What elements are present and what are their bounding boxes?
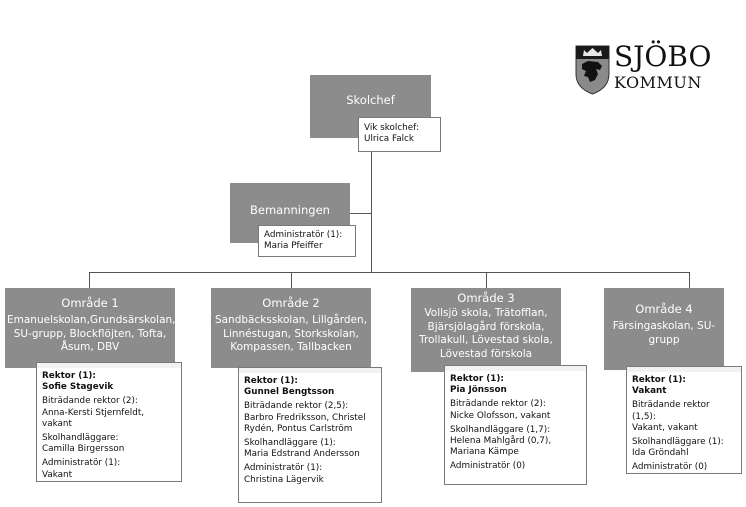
role-value: Vakant [632,386,667,397]
bemanningen-title: Bemanningen [250,203,330,217]
role-label: Rektor (1): [244,376,298,386]
bemanningen-note: Administratör (1): Maria Pfeiffer [258,225,356,257]
bemanningen-note-label: Administratör (1): [264,230,343,240]
area-3-title: Område 3 [457,291,515,305]
role-value: Maria Edstrand Andersson [244,449,360,460]
area-3-role-administrator: Administratör (0) [450,461,581,472]
role-value: Helena Mahlgård (0,7), Mariana Kämpe [450,436,552,458]
role-value: Sofie Stagevik [42,382,114,393]
role-label: Rektor (1): [632,375,686,385]
area-3-role-rektor: Rektor (1): Pia Jönsson [450,374,581,396]
role-value: Anna-Kersti Stjernfeldt, vakant [42,407,145,429]
area-3-box: Område 3 Vollsjö skola, Trätofflan, Bjär… [411,288,561,372]
connector-area-4 [689,272,690,288]
area-2-schools: Sandbäcksskolan, Lillgården, Linnéstugan… [214,314,368,353]
role-value: Christina Lägervik [244,474,324,485]
connector-horizontal-bus [89,272,690,273]
area-4-box: Område 4 Färsingaskolan, SU-grupp [604,288,724,370]
role-value: Vakant [42,469,73,480]
area-4-role-skolhandlaggare: Skolhandläggare (1): Ida Gröndahl [632,437,736,459]
area-2-role-bitradande: Biträdande rektor (2,5): Barbro Fredriks… [244,401,376,435]
skolchef-note: Vik skolchef: Ulrica Falck [358,117,441,152]
role-label: Biträdande rektor (2,5): [244,401,349,412]
connector-skolchef-trunk [371,152,372,273]
area-2-role-rektor: Rektor (1): Gunnel Bengtsson [244,376,376,398]
area-2-title: Område 2 [262,296,320,310]
area-4-role-administrator: Administratör (0) [632,462,736,473]
connector-bemanningen [350,213,371,214]
area-1-role-rektor: Rektor (1): Sofie Stagevik [42,371,176,393]
area-1-schools: Emanuelskolan,Grundsärskolan, SU-grupp, … [7,314,176,353]
role-label: Skolhandläggare (1): [632,437,724,448]
role-value: Nicke Olofsson, vakant [450,410,551,421]
role-label: Biträdande rektor (1,5): [632,400,710,422]
logo-name-line1: SJÖBO [614,40,712,73]
role-label: Skolhandläggare (1,7): [450,424,551,435]
area-2-staff: Rektor (1): Gunnel Bengtsson Biträdande … [238,367,382,503]
area-1-staff: Rektor (1): Sofie Stagevik Biträdande re… [36,362,182,482]
coat-of-arms-icon [575,45,610,95]
role-label: Administratör (0) [632,462,708,473]
area-2-role-administrator: Administratör (1): Christina Lägervik [244,463,376,485]
role-label: Administratör (0) [450,461,526,472]
area-3-schools: Vollsjö skola, Trätofflan, Bjärsjölagård… [419,307,553,360]
area-2-role-skolhandlaggare: Skolhandläggare (1): Maria Edstrand Ande… [244,438,376,460]
role-label: Biträdande rektor (2): [450,399,546,410]
area-4-staff: Rektor (1): Vakant Biträdande rektor (1,… [626,366,742,474]
role-label: Rektor (1): [42,371,96,381]
sjobo-kommun-logo: SJÖBO KOMMUN [574,40,714,96]
role-value: Barbro Fredriksson, Christel Rydén, Pont… [244,412,366,434]
area-4-title: Område 4 [635,302,693,316]
role-label: Biträdande rektor (2): [42,396,138,407]
connector-area-2 [291,272,292,288]
role-label: Rektor (1): [450,374,504,384]
role-value: Vakant, vakant [632,422,698,433]
role-value: Gunnel Bengtsson [244,387,335,398]
role-label: Skolhandläggare (1): [244,438,336,449]
role-label: Administratör (1): [244,463,323,474]
area-1-box: Område 1 Emanuelskolan,Grundsärskolan, S… [5,288,176,368]
skolchef-note-label: Vik skolchef: [364,123,419,133]
area-4-role-bitradande: Biträdande rektor (1,5): Vakant, vakant [632,400,736,434]
connector-area-1 [89,272,90,288]
area-1-title: Område 1 [61,296,119,310]
area-3-role-skolhandlaggare: Skolhandläggare (1,7): Helena Mahlgård (… [450,425,581,459]
area-1-role-bitradande: Biträdande rektor (2): Anna-Kersti Stjer… [42,396,176,430]
area-4-schools: Färsingaskolan, SU-grupp [612,320,716,346]
skolchef-note-value: Ulrica Falck [364,134,414,145]
connector-area-3 [486,272,487,288]
role-value: Pia Jönsson [450,385,507,396]
logo-name-line2: KOMMUN [614,73,702,92]
role-label: Administratör (1): [42,458,121,469]
area-1-role-skolhandlaggare: Skolhandläggare: Camilla Birgersson [42,433,176,455]
role-value: Ida Gröndahl [632,448,689,459]
bemanningen-note-value: Maria Pfeiffer [264,241,323,252]
skolchef-title: Skolchef [346,93,395,107]
area-3-role-bitradande: Biträdande rektor (2): Nicke Olofsson, v… [450,399,581,421]
area-4-role-rektor: Rektor (1): Vakant [632,375,736,397]
role-value: Camilla Birgersson [42,444,125,455]
role-label: Skolhandläggare: [42,433,119,444]
area-3-staff: Rektor (1): Pia Jönsson Biträdande rekto… [444,365,587,485]
area-2-box: Område 2 Sandbäcksskolan, Lillgården, Li… [211,288,371,368]
area-1-role-administrator: Administratör (1): Vakant [42,458,176,480]
